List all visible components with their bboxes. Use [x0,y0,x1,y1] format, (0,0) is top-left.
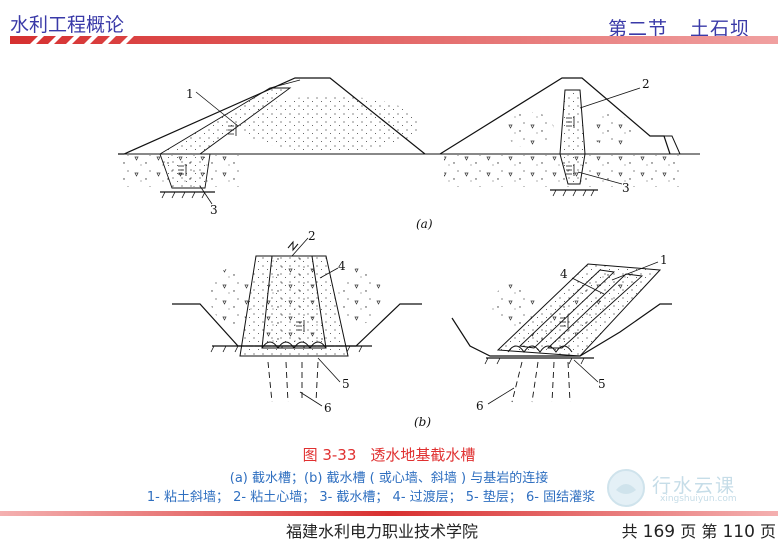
total-prefix: 共 [621,522,638,541]
current-prefix: 第 [701,522,718,541]
header-divider-bar [10,36,778,44]
figure-caption-title: 图 3-33 透水地基截水槽 [0,444,778,465]
label-b-6-right: 6 [476,399,484,413]
panel-a-label: (a) [416,217,433,231]
current-unit: 页 [759,522,776,541]
cutoff-trench-figure: 1 3 2 3 (a) [118,77,700,429]
label-b-2: 2 [308,229,316,243]
footer-page-counter: 共 169 页 第 110 页 [622,518,776,542]
section-heading: 第二节土石坝 [608,14,750,41]
label-a-3-left: 3 [210,203,218,217]
figure-title: 透水地基截水槽 [370,446,476,464]
watermark-brand: 行水云课 [652,475,737,497]
panel-b-left-trench: 2 4 5 6 [172,229,422,415]
label-a-3-right: 3 [622,181,630,195]
footer-school-name: 福建水利电力职业技术学院 [286,522,479,541]
label-b-4-left: 4 [338,259,346,273]
current-page: 110 [722,522,755,542]
label-a-2: 2 [642,77,650,91]
panel-b-right-trench: 4 1 5 6 [451,253,672,413]
total-unit: 页 [680,522,697,541]
footer-divider-bar [0,511,778,516]
watermark-domain: xingshuiyun.com [660,494,737,504]
caption-panels: (a) 截水槽；(b) 截水槽 ( 或心墙、斜墙 ) 与基岩的连接 [229,471,549,486]
label-a-1: 1 [186,87,194,101]
figure-number: 图 3-33 [302,446,357,464]
panel-b-label: (b) [414,415,431,429]
label-b-5-left: 5 [342,377,350,391]
watermark-logo-icon [607,469,645,507]
course-title: 水利工程概论 [10,14,125,36]
panel-a-right-dam: 2 3 [439,77,700,197]
label-b-1: 1 [660,253,668,267]
section-topic: 土石坝 [689,18,750,40]
section-number: 第二节 [607,18,668,40]
panel-a-left-dam: 1 3 [118,77,440,217]
label-b-4-right: 4 [560,267,568,281]
total-pages: 169 [642,522,676,542]
caption-legend: 1- 粘土斜墙； 2- 粘土心墙； 3- 截水槽； 4- 过渡层； 5- 垫层；… [146,490,596,505]
label-b-6-left: 6 [324,401,332,415]
label-b-5-right: 5 [598,377,606,391]
